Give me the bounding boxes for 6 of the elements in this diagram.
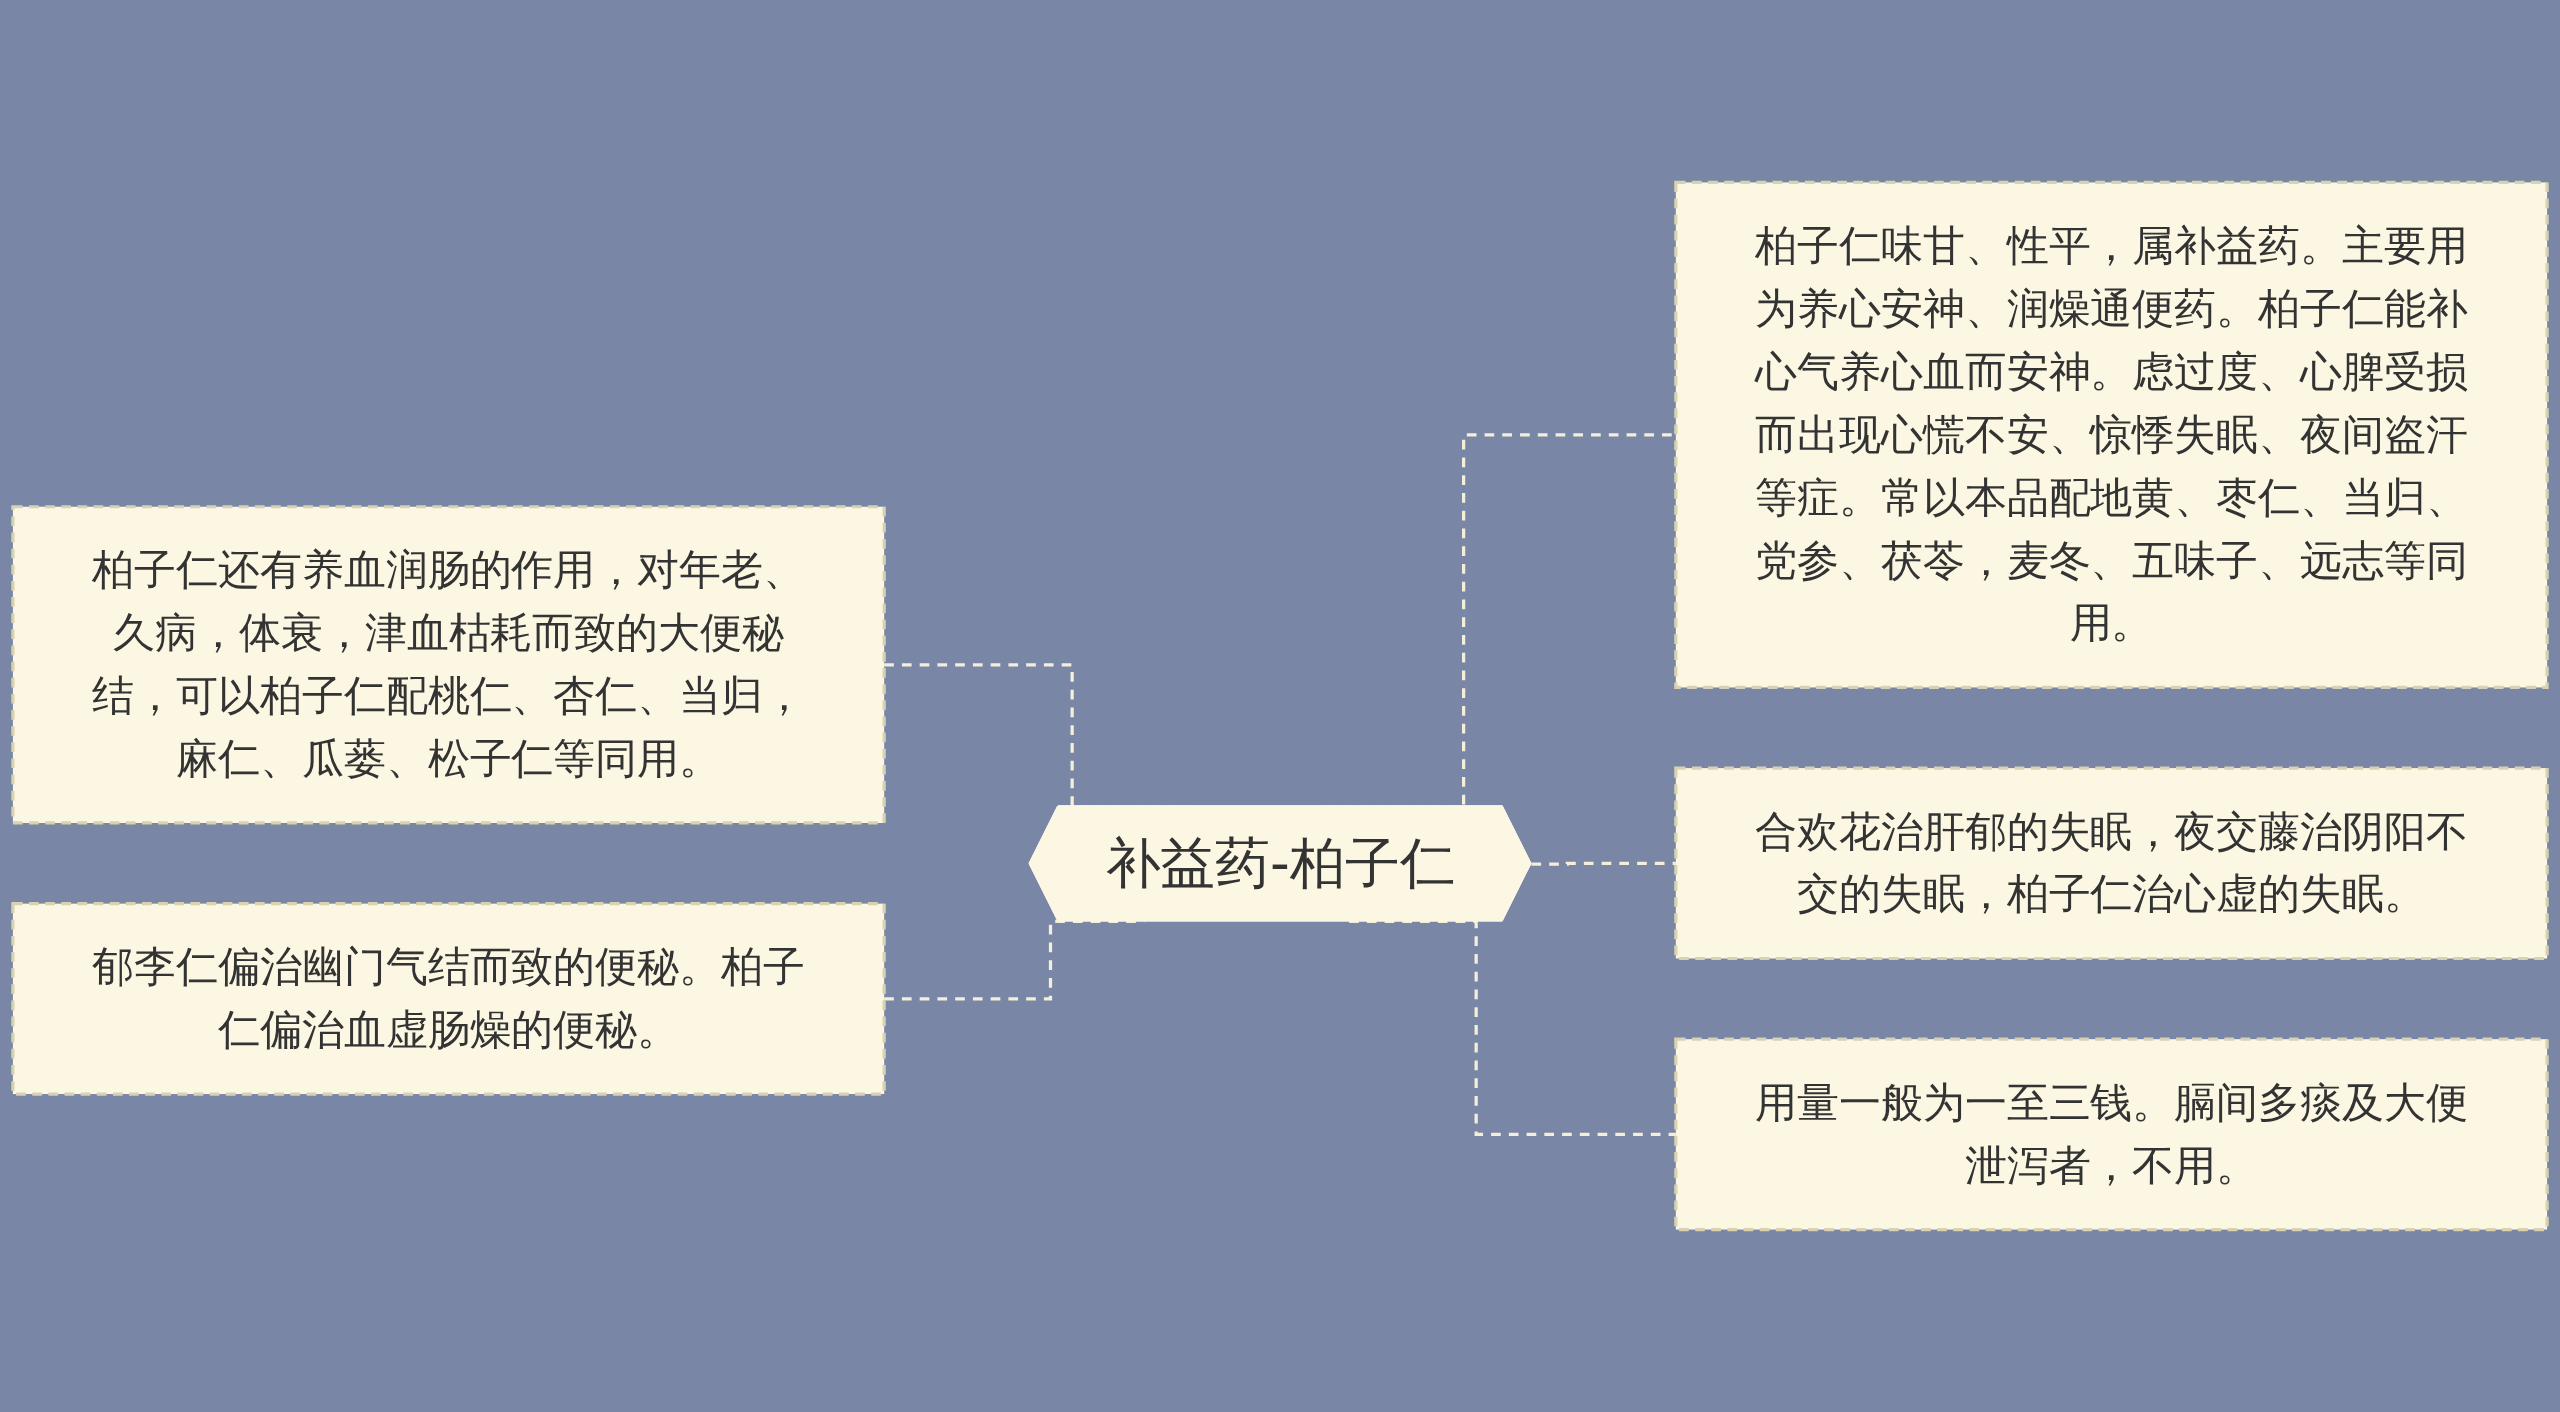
connector: [1531, 861, 1676, 866]
node-box: 柏子仁还有养血润肠的作用，对年老、久病，体衰，津血枯耗而致的大便秘结，可以柏子仁配桃仁、杏仁、当归，麻仁、瓜蒌、松子仁等同用。: [11, 505, 886, 825]
node-box: 合欢花治肝郁的失眠，夜交藤治阴阳不交的失眠，柏子仁治心虚的失眠。: [1674, 766, 2549, 961]
node-box: 柏子仁味甘、性平，属补益药。主要用为养心安神、润燥通便药。柏子仁能补心气养心血而安神。虑过度、心脾受损而出现心慌不安、惊悸失眠、夜间盗汗等症。常以本品配地黄、枣仁、当归、党参、茯苓，麦冬、五味子、远志等同用。: [1674, 180, 2549, 690]
node-box: 用量一般为一至三钱。膈间多痰及大便泄泻者，不用。: [1674, 1037, 2549, 1232]
node-box: 郁李仁偏治幽门气结而致的便秘。柏子仁偏治血虚肠燥的便秘。: [11, 902, 886, 1096]
